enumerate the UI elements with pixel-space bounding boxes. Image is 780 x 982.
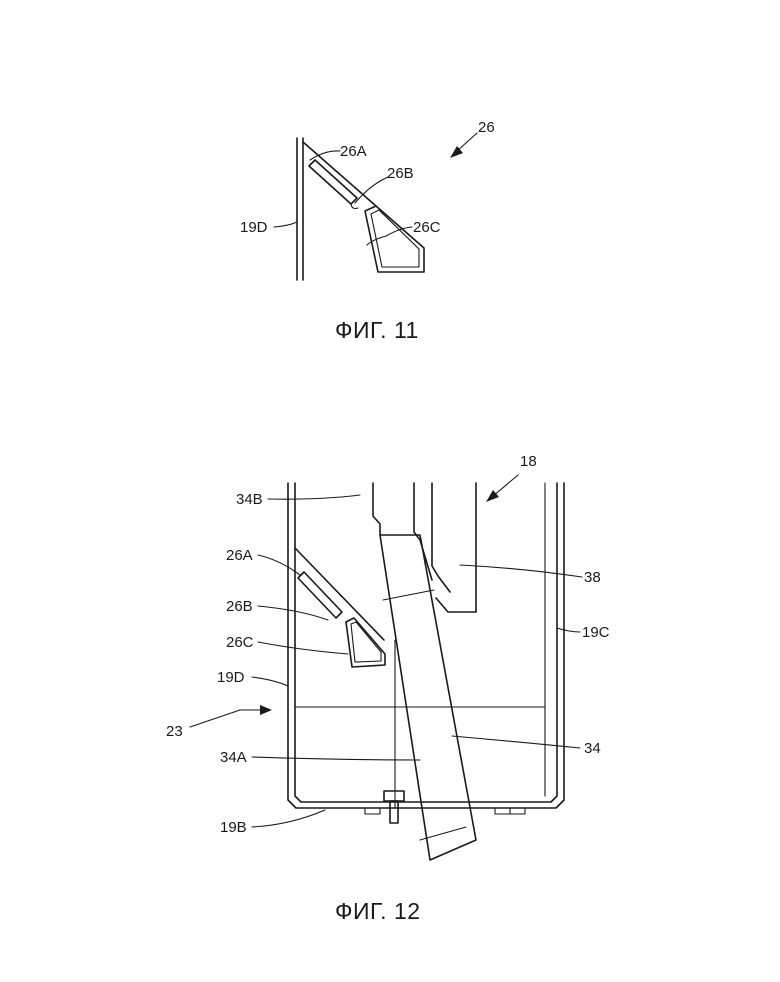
figure-11: 26 26A 26B 26C 19D ФИГ. 11 <box>240 119 495 343</box>
label-23: 23 <box>166 723 183 740</box>
fitting-stem <box>390 801 398 823</box>
chute-34 <box>380 535 476 860</box>
label-19d: 19D <box>240 219 268 236</box>
part-26c-arm <box>346 618 385 667</box>
label-26c: 26C <box>413 219 441 236</box>
label-18: 18 <box>520 453 537 470</box>
part-26c-inner <box>351 622 381 662</box>
leader-26c <box>258 642 348 654</box>
label-19d: 19D <box>217 669 245 686</box>
leader-26a <box>258 555 300 575</box>
label-19c: 19C <box>582 624 610 641</box>
figure-12: 18 34B 26A 26B 26C 19D 23 34A 19B 38 19C… <box>166 453 610 924</box>
chute-34-band-top <box>383 590 434 600</box>
label-26: 26 <box>478 119 495 136</box>
label-34b: 34B <box>236 491 263 508</box>
portion-34b-left <box>373 483 380 535</box>
part-26b-flap <box>298 572 342 618</box>
part-26b-curve <box>351 204 358 209</box>
leader-19d <box>252 677 288 686</box>
leader-26b <box>258 606 328 620</box>
label-26b: 26B <box>387 165 414 182</box>
fitting <box>384 791 404 801</box>
arrow-23-leader <box>190 710 240 727</box>
label-26c: 26C <box>226 634 254 651</box>
caption-figure-11: ФИГ. 11 <box>335 317 419 343</box>
chute-34-band-bottom <box>420 827 466 840</box>
part-26a-edge <box>295 548 384 640</box>
label-26a: 26A <box>226 547 253 564</box>
part-26c-arm <box>365 206 424 272</box>
portion-34b-right <box>414 483 432 580</box>
caption-figure-12: ФИГ. 12 <box>335 898 421 924</box>
arrow-18-head <box>486 490 499 502</box>
container-inner-wall <box>295 483 557 802</box>
leader-34b <box>268 495 360 499</box>
leader-19b <box>252 810 325 827</box>
label-26a: 26A <box>340 143 367 160</box>
leader-19d <box>274 222 297 227</box>
label-26b: 26B <box>226 598 253 615</box>
arrow-23-head <box>260 705 272 715</box>
label-19b: 19B <box>220 819 247 836</box>
label-38: 38 <box>584 569 601 586</box>
insert-38-right <box>436 483 476 612</box>
label-34a: 34A <box>220 749 247 766</box>
leader-34 <box>452 736 580 748</box>
label-34: 34 <box>584 740 601 757</box>
leader-19c <box>557 628 580 632</box>
leader-26b <box>355 177 388 203</box>
insert-38-left <box>432 483 450 592</box>
